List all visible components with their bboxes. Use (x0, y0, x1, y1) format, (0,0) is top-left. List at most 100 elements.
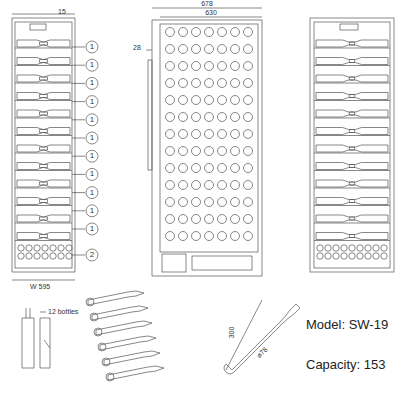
bottle-end (50, 245, 56, 251)
bottle-end (205, 164, 214, 173)
dimension-label: ø78 (255, 345, 268, 358)
shelf (15, 223, 72, 224)
bottle-outline (316, 110, 355, 117)
bottle-end (341, 245, 347, 251)
bottle-end (26, 253, 32, 259)
bottle-end (166, 62, 175, 71)
bottle-end (218, 28, 227, 37)
bottle-end (218, 96, 227, 105)
shelf (15, 118, 72, 119)
bottle-outline (349, 233, 388, 240)
bottle-end (58, 253, 64, 259)
bottle-end (98, 343, 106, 351)
bottle-end (166, 45, 175, 54)
dimension-line (12, 280, 75, 281)
bottle-end (86, 298, 94, 306)
bottle-end (166, 164, 175, 173)
shelf (15, 65, 72, 66)
bottle-end (42, 245, 48, 251)
bottle-outline (39, 145, 70, 152)
callout-circle (86, 249, 98, 261)
bottle-end (333, 253, 339, 259)
control-panel (30, 24, 46, 30)
bottle-end (34, 245, 40, 251)
bottle-outline (316, 163, 355, 170)
leader-line (72, 138, 85, 139)
callout-circle (86, 223, 98, 235)
bottle-end (218, 45, 227, 54)
bottle-end (58, 245, 64, 251)
cabinet-inner (15, 22, 72, 268)
bottle-end (166, 181, 175, 190)
callout-number: 1 (90, 98, 94, 106)
bottle-outline (316, 198, 355, 205)
bottle-outline (17, 163, 48, 170)
callout-circle (86, 77, 98, 89)
shelf (314, 118, 390, 119)
bottle-end (192, 62, 201, 71)
bottle-end (179, 28, 188, 37)
shelf-detail (22, 308, 34, 368)
leader-line (40, 312, 46, 313)
bottle-end (18, 245, 24, 251)
stacked-bottle (92, 306, 148, 320)
bottle-outline (349, 180, 388, 187)
leader-line (72, 101, 85, 102)
bottle-end (218, 198, 227, 207)
bottle-end (341, 253, 347, 259)
bottle-bottom (192, 256, 252, 270)
bottle-end (34, 253, 40, 259)
bottle-end (166, 147, 175, 156)
callout-number: 1 (90, 61, 94, 69)
leader-line (72, 119, 85, 120)
leader-line (72, 255, 85, 256)
bottle-outline (316, 93, 355, 100)
bottle-end (317, 245, 323, 251)
bottle-end (205, 147, 214, 156)
bottle-end (205, 130, 214, 139)
callout-circle (86, 41, 98, 53)
bottle-end (218, 79, 227, 88)
bottle-outline (39, 180, 70, 187)
callout-circle (86, 96, 98, 108)
dimension-label: 15 (58, 8, 66, 15)
bottle (224, 304, 300, 374)
callout-number: 1 (90, 189, 94, 197)
bottle-end (166, 113, 175, 122)
bottle-end (333, 245, 339, 251)
shelf (314, 223, 390, 224)
bottle-end (205, 62, 214, 71)
bottle-outline (39, 128, 70, 135)
model-text: Model: SW-19 (306, 318, 388, 331)
door-handle (148, 60, 152, 170)
bottle-end (244, 96, 253, 105)
cabinet-inner-right (314, 22, 390, 268)
bottle-end (218, 232, 227, 241)
bottle-end (166, 79, 175, 88)
dimension-label: 28 (133, 44, 141, 51)
bottle-outline (17, 58, 48, 65)
bottle-end (166, 232, 175, 241)
shelf (15, 205, 72, 206)
bottle-outline (17, 180, 48, 187)
bottle-end (231, 62, 240, 71)
bottle-end (325, 253, 331, 259)
bottle-end (106, 373, 114, 381)
bottle-end (218, 130, 227, 139)
bottle-end (231, 130, 240, 139)
bottle-end (50, 253, 56, 259)
leader-line (72, 83, 85, 84)
shelf (314, 205, 390, 206)
bottle-outline (39, 198, 70, 205)
callout-number: 1 (90, 43, 94, 51)
bottle-end (357, 245, 363, 251)
shelf (15, 170, 72, 171)
model-text: Capacity: 153 (306, 358, 386, 371)
bottle-end (218, 113, 227, 122)
dimension-label: 12 bottles (48, 308, 78, 315)
callout-number: 1 (90, 207, 94, 215)
control-panel (340, 24, 358, 30)
leader-line (72, 210, 85, 211)
bottle-end (244, 215, 253, 224)
cabinet-front-right (310, 18, 394, 272)
